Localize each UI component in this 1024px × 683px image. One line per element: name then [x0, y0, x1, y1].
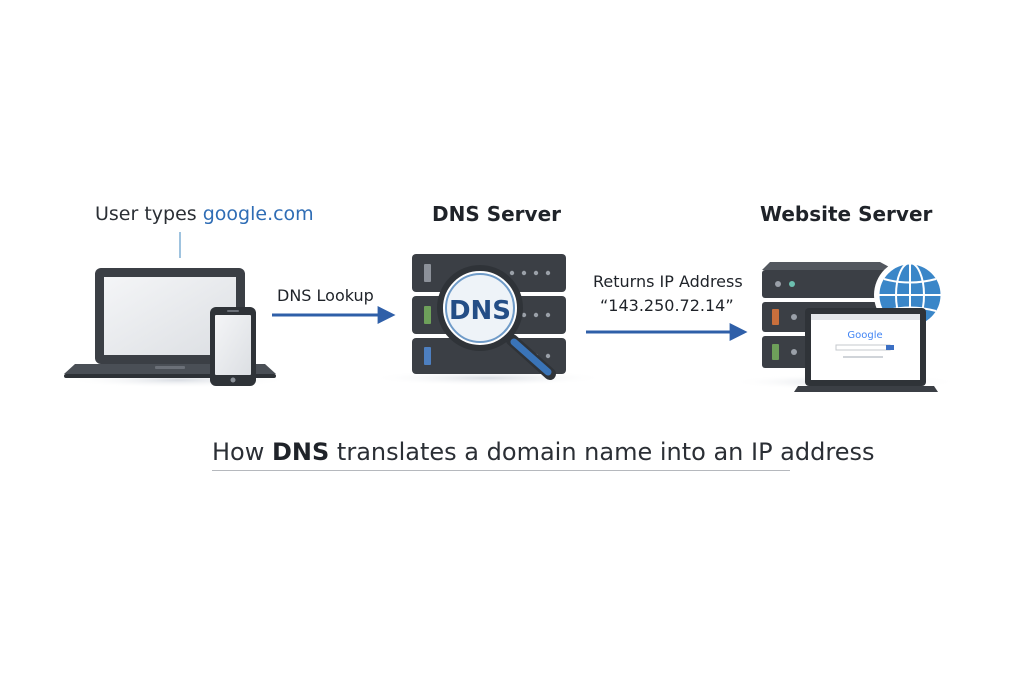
dns-badge-text: DNS	[449, 296, 511, 326]
client-caption-domain: google.com	[202, 203, 314, 225]
magnifier-icon	[437, 265, 556, 380]
website-server-title: Website Server	[760, 202, 933, 226]
dns-server-title: DNS Server	[432, 202, 562, 226]
client-caption: User types google.com	[95, 203, 314, 225]
diagram-caption: How DNS translates a domain name into an…	[212, 438, 874, 466]
caption-emphasis: DNS	[272, 438, 330, 466]
ip-address-label: “143.250.72.14”	[600, 296, 734, 315]
caption-after: translates a domain name into an IP addr…	[329, 438, 875, 466]
browser-logo-text: Google	[847, 330, 882, 341]
caption-underline	[212, 470, 790, 471]
laptop-icon	[64, 268, 290, 388]
lookup-step-label: DNS Lookup	[277, 286, 374, 305]
returns-step-label: Returns IP Address	[593, 272, 743, 291]
browser-window-icon	[794, 308, 938, 392]
client-caption-prefix: User types	[95, 203, 203, 225]
caption-before: How	[212, 438, 272, 466]
phone-icon	[210, 307, 256, 386]
